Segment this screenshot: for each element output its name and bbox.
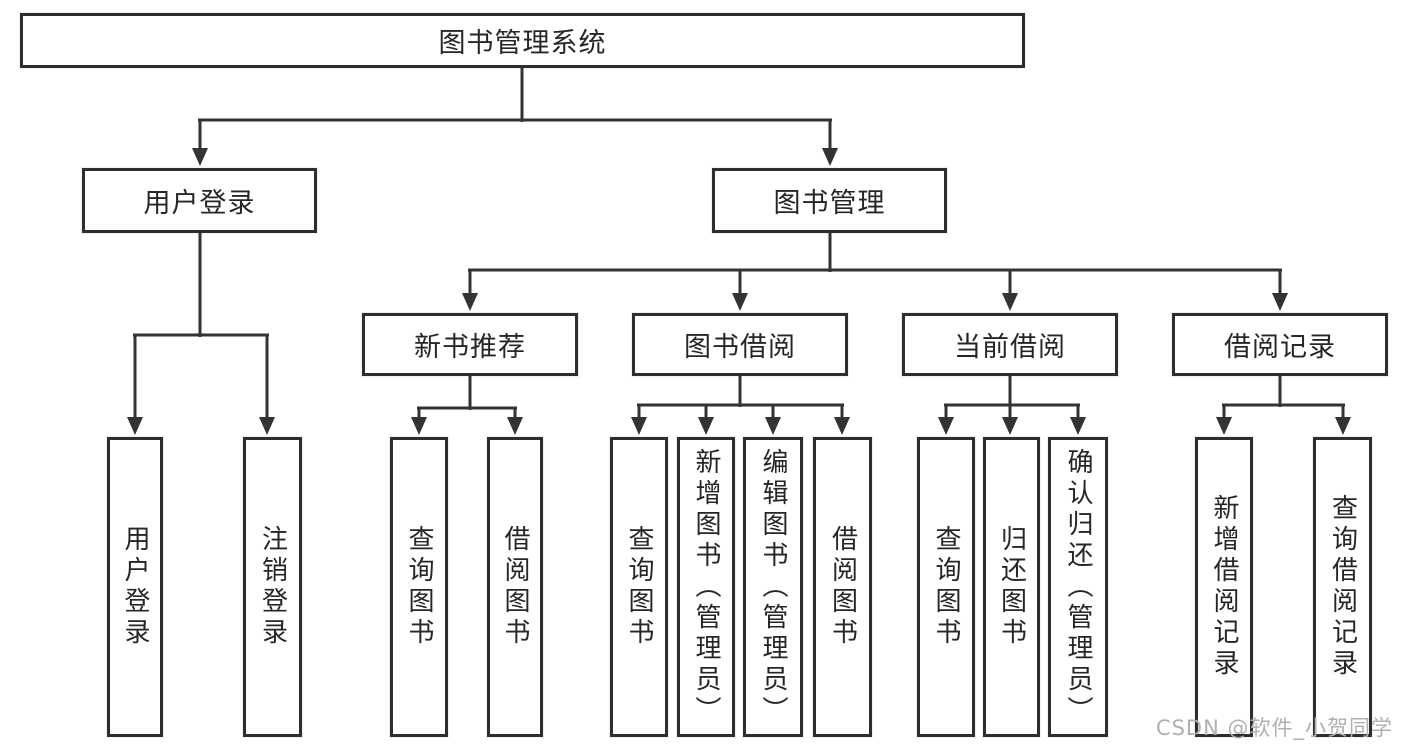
- leaf-query-books-current: 查询图书: [917, 437, 975, 737]
- node-label: 确认归还（管理员）: [1063, 447, 1093, 727]
- node-book-management: 图书管理: [712, 168, 947, 233]
- leaf-logout: 注销登录: [243, 437, 302, 737]
- leaf-query-books-recommend: 查询图书: [390, 437, 448, 737]
- node-root-system: 图书管理系统: [20, 13, 1025, 68]
- node-label: 图书管理: [773, 188, 886, 219]
- node-current-borrowing: 当前借阅: [902, 313, 1118, 376]
- leaf-query-books-borrowing: 查询图书: [610, 437, 668, 737]
- node-label: 借阅图书: [827, 525, 858, 649]
- node-label: 查询图书: [624, 525, 654, 649]
- node-label: 新书推荐: [414, 332, 526, 363]
- node-user-login: 用户登录: [82, 168, 317, 233]
- leaf-borrow-books-recommend: 借阅图书: [487, 437, 543, 737]
- node-label: 查询图书: [931, 525, 961, 649]
- leaf-user-login: 用户登录: [107, 437, 163, 737]
- leaf-add-book-admin: 新增图书（管理员）: [677, 437, 735, 737]
- node-borrow-records: 借阅记录: [1172, 313, 1388, 376]
- node-book-borrowing: 图书借阅: [632, 313, 848, 376]
- node-label: 借阅记录: [1224, 332, 1336, 363]
- node-label: 注销登录: [257, 525, 288, 649]
- node-label: 用户登录: [143, 188, 256, 219]
- leaf-borrow-books-borrowing: 借阅图书: [813, 437, 872, 737]
- leaf-add-borrow-record: 新增借阅记录: [1195, 437, 1253, 737]
- node-label: 当前借阅: [954, 332, 1066, 363]
- node-label: 图书借阅: [684, 332, 796, 363]
- tree-edges: [133, 68, 1345, 420]
- node-label: 查询图书: [404, 525, 434, 649]
- node-label: 归还图书: [996, 525, 1027, 649]
- node-label: 新增借阅记录: [1209, 494, 1239, 680]
- leaf-return-book: 归还图书: [983, 437, 1040, 737]
- leaf-edit-book-admin: 编辑图书（管理员）: [743, 437, 803, 737]
- node-label: 查询借阅记录: [1327, 494, 1358, 680]
- leaf-query-borrow-record: 查询借阅记录: [1313, 437, 1372, 737]
- leaf-confirm-return-admin: 确认归还（管理员）: [1048, 437, 1108, 737]
- node-new-book-recommend: 新书推荐: [362, 313, 578, 376]
- node-label: 图书管理系统: [438, 28, 607, 59]
- node-label: 新增图书（管理员）: [691, 447, 721, 727]
- node-label: 借阅图书: [500, 525, 530, 649]
- node-label: 用户登录: [120, 525, 150, 649]
- node-label: 编辑图书（管理员）: [758, 447, 788, 727]
